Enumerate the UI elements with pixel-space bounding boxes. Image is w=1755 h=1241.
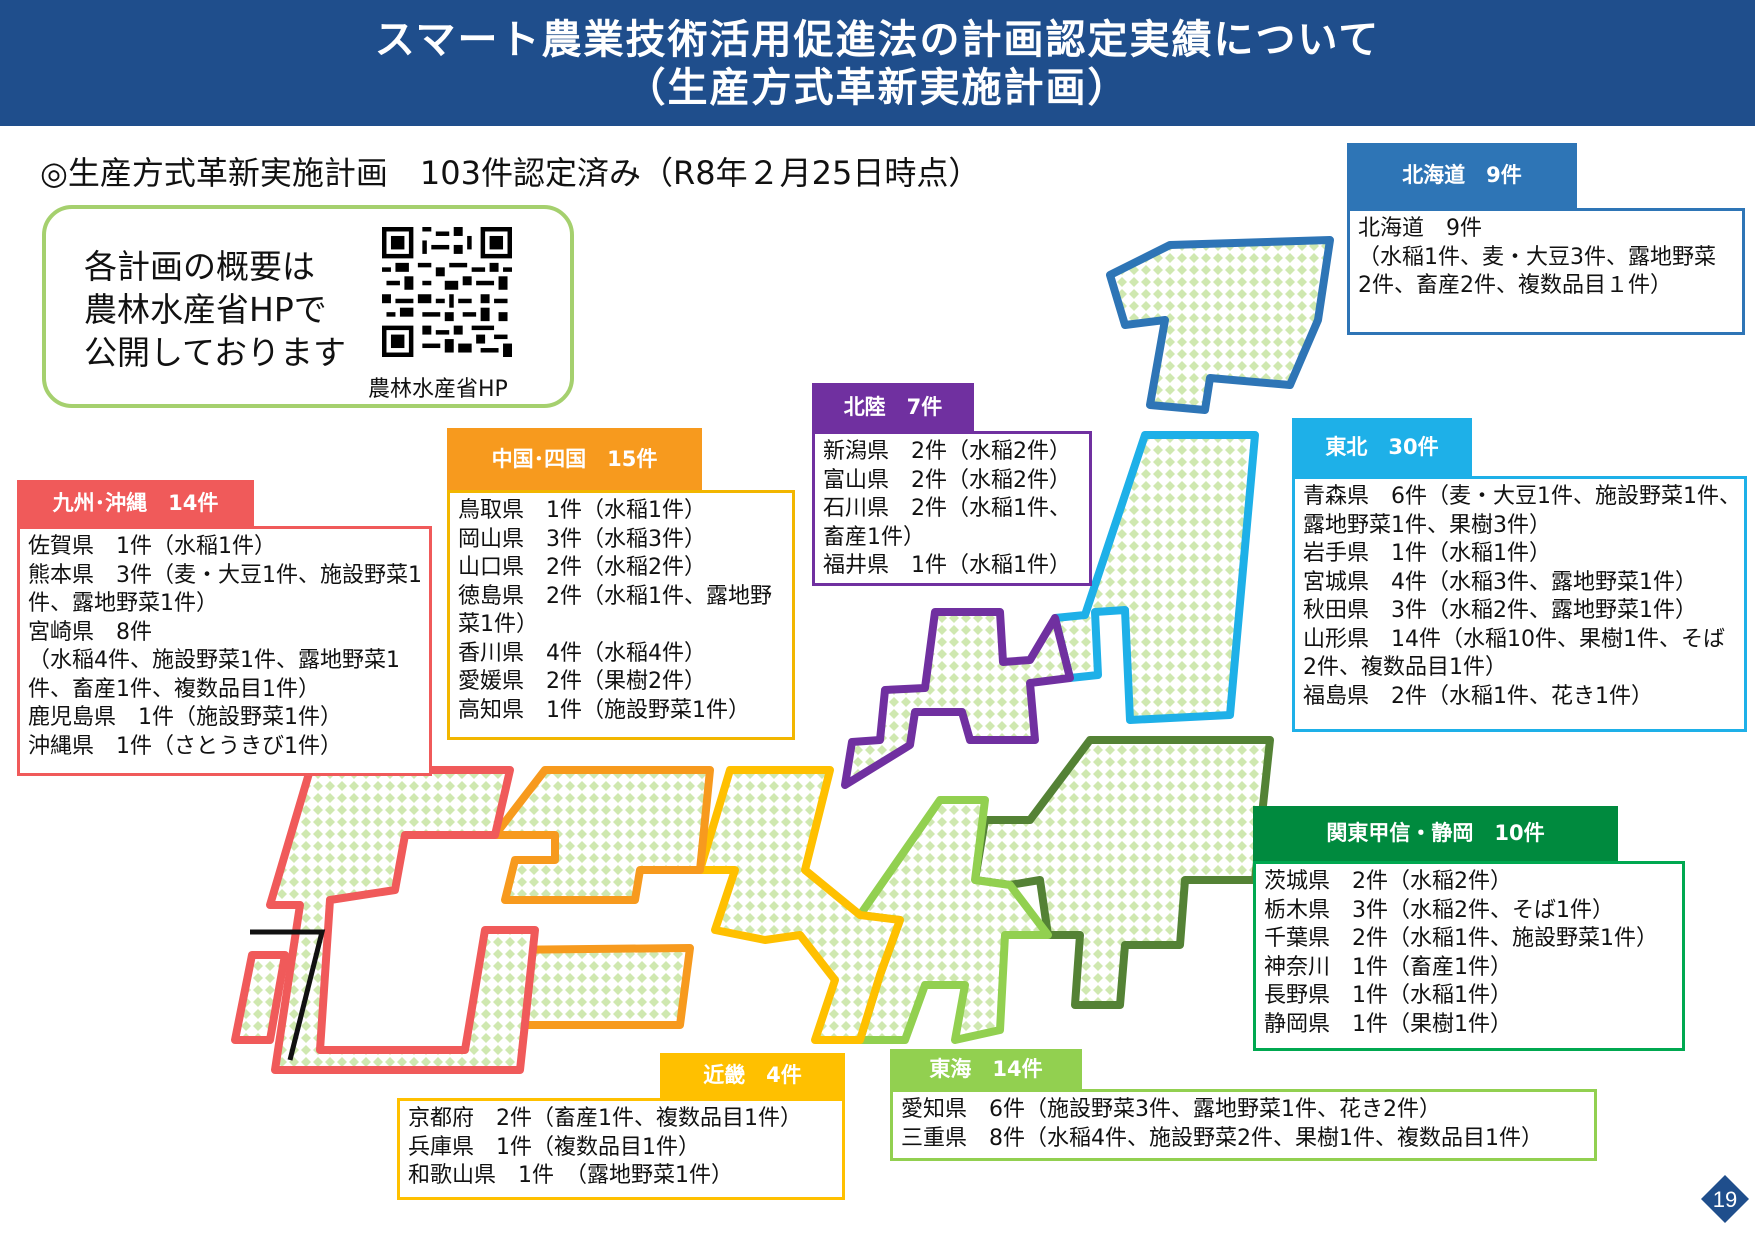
okinawa-separator [250,929,326,1061]
region-line: 千葉県 2件（水稲1件、施設野菜1件） [1264,926,1658,951]
region-box-hokkaido: 北海道 9件 （水稲1件、麦・大豆3件、露地野菜 2件、畜産2件、複数品目１件） [1347,208,1745,335]
region-header-hokkaido: 北海道 9件 [1347,143,1577,208]
page-number-badge: 19 [1701,1175,1749,1223]
title-line1: スマート農業技術活用促進法の計画認定実績について [374,17,1381,63]
region-line: 兵庫県 1件（複数品目1件） [408,1134,700,1160]
region-line: 件、露地野菜1件） [28,591,218,616]
page-number: 19 [1713,1187,1737,1212]
region-line: 富山県 2件（水稲2件） [823,467,1071,493]
region-header-kanto: 関東甲信・静岡 10件 [1253,806,1618,861]
region-line: 畜産1件） [823,524,925,550]
region-line: 宮崎県 8件 [28,619,152,645]
region-line: 愛知県 6件（施設野菜3件、露地野菜1件、花き2件） [901,1097,1441,1122]
region-box-kyushu: 佐賀県 1件（水稲1件） 熊本県 3件（麦・大豆1件、施設野菜1 件、露地野菜1… [17,526,432,776]
region-line: 石川県 2件（水稲1件、 [823,496,1071,521]
region-line: 鳥取県 1件（水稲1件） [458,498,706,523]
region-box-tohoku: 青森県 6件（麦・大豆1件、施設野菜1件、 露地野菜1件、果樹3件） 岩手県 1… [1292,476,1747,732]
region-line: 菜1件） [458,612,538,637]
region-box-hokuriku: 新潟県 2件（水稲2件） 富山県 2件（水稲2件） 石川県 2件（水稲1件、 畜… [812,431,1092,586]
info-line: 公開しております [84,333,347,372]
map-kanto [971,736,1274,1009]
region-line: 徳島県 2件（水稲1件、露地野 [458,583,772,609]
region-line: 茨城県 2件（水稲2件） [1264,869,1512,894]
region-line: 宮城県 4件（水稲3件、露地野菜1件） [1303,569,1697,595]
region-line: 露地野菜1件、果樹3件） [1303,512,1551,538]
summary-text: ◎生産方式革新実施計画 103件認定済み（R8年２月25日時点） [40,154,981,192]
map-kinki [696,766,904,1044]
region-header-chugoku: 中国･四国 15件 [447,428,702,490]
map-tohoku [1051,431,1259,724]
region-line: 秋田県 3件（水稲2件、露地野菜1件） [1303,598,1697,623]
region-box-tokai: 愛知県 6件（施設野菜3件、露地野菜1件、花き2件） 三重県 8件（水稲4件、施… [890,1089,1597,1161]
info-line: 各計画の概要は [84,247,315,286]
title-line2: （生産方式革新実施計画） [625,65,1130,111]
info-box: 各計画の概要は 農林水産省HPで 公開しております 農林水産省HP [42,205,574,408]
map-okinawa [231,951,289,1044]
region-box-kinki: 京都府 2件（畜産1件、複数品目1件） 兵庫県 1件（複数品目1件） 和歌山県 … [397,1098,845,1200]
info-text: 各計画の概要は 農林水産省HPで 公開しております [84,245,346,374]
region-line: 佐賀県 1件（水稲1件） [28,534,276,559]
region-line: 沖縄県 1件（さとうきび1件） [28,733,342,759]
map-kyushu [266,766,539,1074]
region-line: （水稲4件、施設野菜1件、露地野菜1 [28,648,400,673]
region-line: 神奈川 1件（畜産1件） [1264,954,1512,980]
region-line: 青森県 6件（麦・大豆1件、施設野菜1件、 [1303,484,1741,509]
region-line: 香川県 4件（水稲4件） [458,640,706,666]
qr-caption: 農林水産省HP [368,377,508,402]
region-header-hokuriku: 北陸 7件 [812,383,974,431]
region-line: 2件、畜産2件、複数品目１件） [1358,273,1672,298]
region-line: 栃木県 3件（水稲2件、そば1件） [1264,897,1614,923]
map-chugoku [491,766,714,904]
qr-code-icon[interactable] [382,227,512,357]
region-line: 福島県 2件（水稲1件、花き1件） [1303,683,1653,709]
region-line: 京都府 2件（畜産1件、複数品目1件） [408,1106,802,1131]
region-line: 山口県 2件（水稲2件） [458,555,706,580]
region-header-kyushu: 九州･沖縄 14件 [17,480,254,526]
region-line: 熊本県 3件（麦・大豆1件、施設野菜1 [28,562,422,588]
region-line: 和歌山県 1件 （露地野菜1件） [408,1163,733,1188]
region-line: 件、畜産1件、複数品目1件） [28,676,320,702]
region-line: 新潟県 2件（水稲2件） [823,439,1071,464]
region-line: 岡山県 3件（水稲3件） [458,526,706,552]
region-line: 岩手県 1件（水稲1件） [1303,541,1551,566]
region-line: 長野県 1件（水稲1件） [1264,983,1512,1008]
region-line: 三重県 8件（水稲4件、施設野菜2件、果樹1件、複数品目1件） [901,1125,1543,1151]
region-line: 静岡県 1件（果樹1件） [1264,1011,1512,1037]
region-box-chugoku: 鳥取県 1件（水稲1件） 岡山県 3件（水稲3件） 山口県 2件（水稲2件） 徳… [447,490,795,740]
region-line: 北海道 9件 [1358,216,1482,241]
region-header-kinki: 近畿 4件 [660,1053,845,1098]
title-banner: スマート農業技術活用促進法の計画認定実績について （生産方式革新実施計画） [0,0,1755,126]
region-line: 福井県 1件（水稲1件） [823,553,1071,578]
region-line: 2件、複数品目1件） [1303,655,1507,680]
region-header-tohoku: 東北 30件 [1292,418,1472,476]
info-line: 農林水産省HPで [84,290,327,329]
region-box-kanto: 茨城県 2件（水稲2件） 栃木県 3件（水稲2件、そば1件） 千葉県 2件（水稲… [1253,861,1685,1051]
region-line: 愛媛県 2件（果樹2件） [458,669,706,694]
region-line: 山形県 14件（水稲10件、果樹1件、そば [1303,626,1725,652]
region-line: （水稲1件、麦・大豆3件、露地野菜 [1358,244,1716,270]
region-line: 高知県 1件（施設野菜1件） [458,697,750,723]
map-hokuriku [841,608,1074,789]
region-line: 鹿児島県 1件（施設野菜1件） [28,705,342,730]
map-hokkaido [1106,236,1334,414]
region-header-tokai: 東海 14件 [890,1049,1082,1089]
